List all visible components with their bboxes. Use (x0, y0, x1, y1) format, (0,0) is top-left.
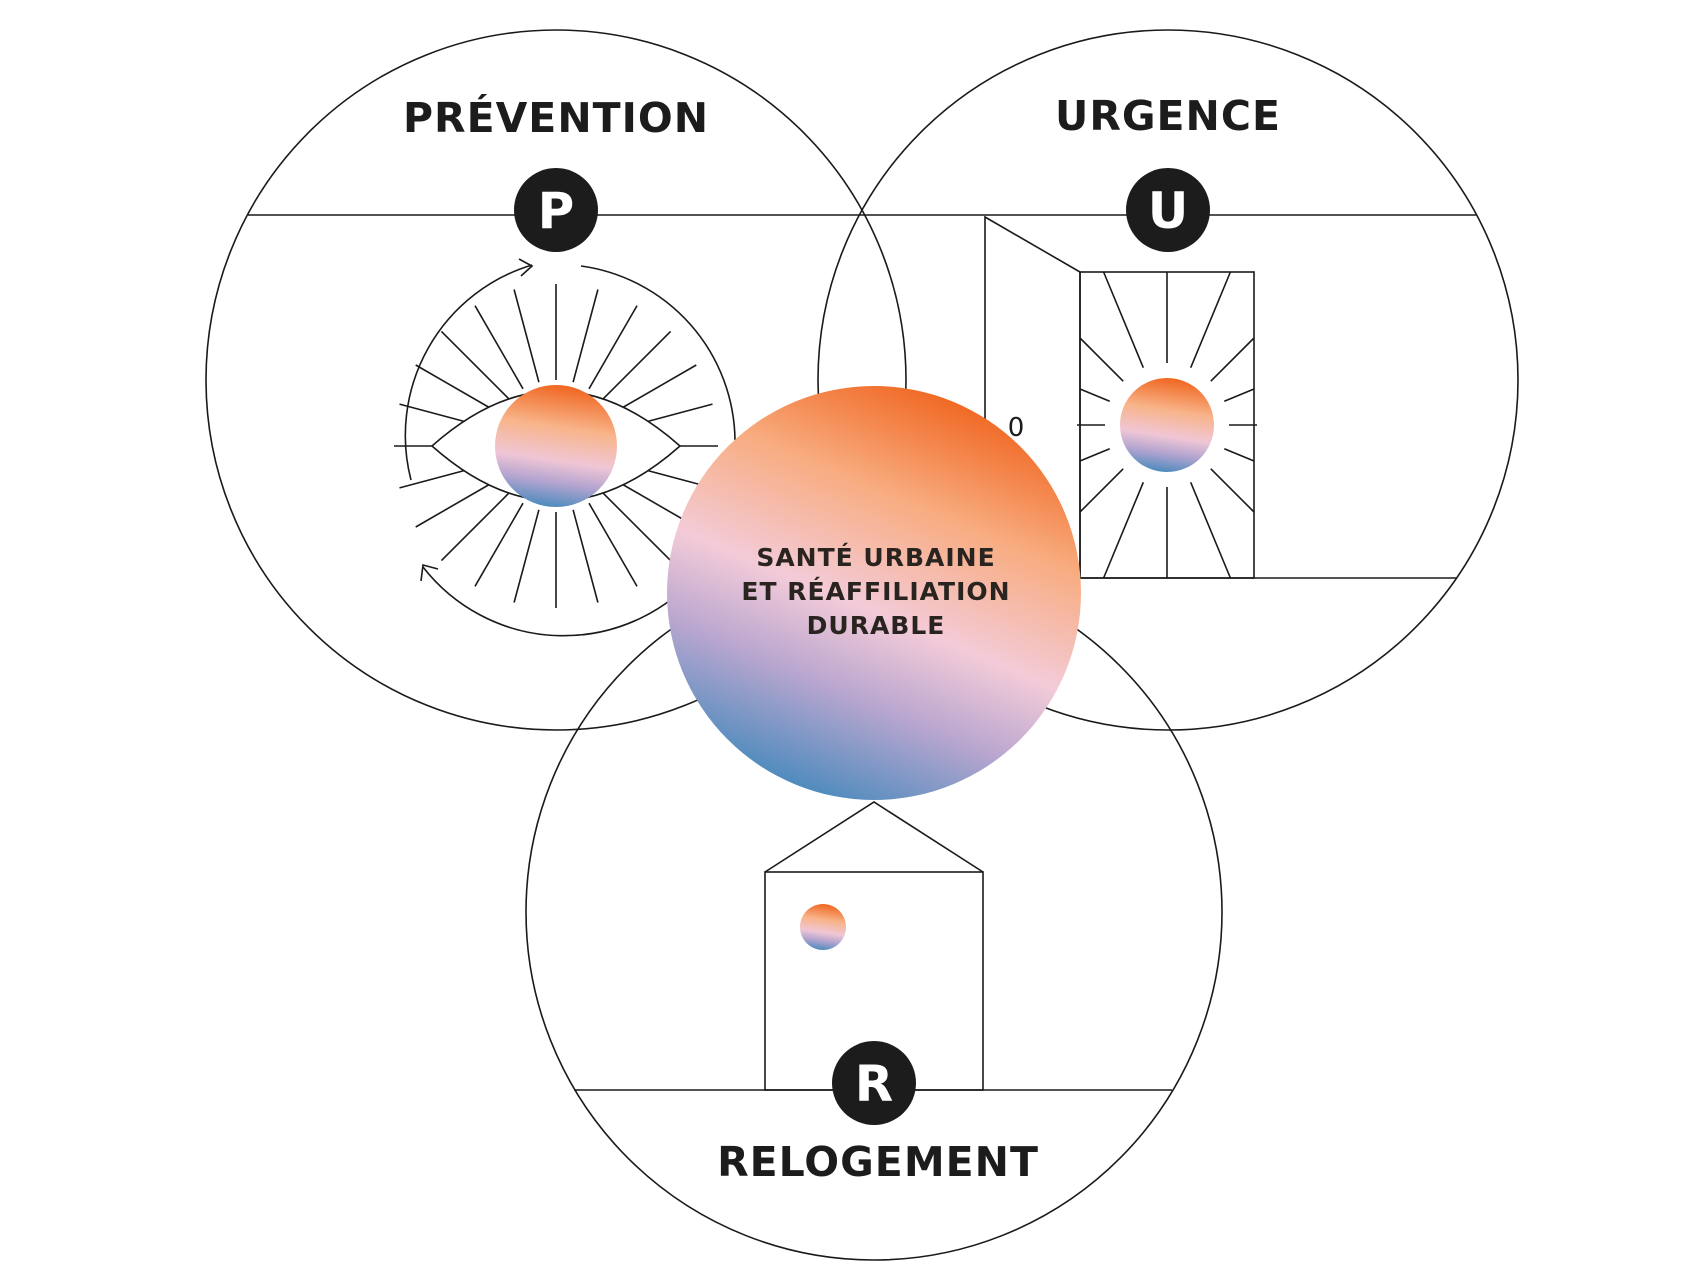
sun-ray (1079, 468, 1124, 513)
eye-ray (440, 330, 510, 400)
sun-ray (1189, 481, 1232, 579)
relogement-badge-letter: R (855, 1055, 894, 1113)
cycle-arc-bottom (422, 566, 701, 637)
prevention-title: PRÉVENTION (403, 94, 709, 142)
relogement-title: RELOGEMENT (717, 1138, 1039, 1186)
prevention-badge: P (514, 168, 598, 252)
door-number: 0 (1008, 413, 1025, 443)
urgence-title: URGENCE (1055, 92, 1281, 140)
eye-ray (602, 330, 672, 400)
cycle-arrowhead-top (518, 258, 534, 277)
prevention-badge-letter: P (538, 182, 575, 240)
sun-ray (1102, 271, 1145, 369)
eye-ray (513, 509, 540, 603)
prevention-circle (205, 29, 907, 731)
sun-ray (1223, 447, 1255, 462)
eye-iris-orb (495, 385, 617, 507)
sun-ray (1210, 468, 1255, 513)
eye-ray (474, 502, 524, 587)
sun-ray (1102, 481, 1145, 579)
cycle-arc-top (404, 264, 533, 481)
house-orb (800, 904, 846, 950)
cycle-arc-right (580, 265, 736, 441)
relogement-badge: R (832, 1041, 916, 1125)
urgence-circle (817, 29, 1519, 731)
eye-ray (440, 492, 510, 562)
urgence-badge-letter: U (1148, 182, 1189, 240)
eye-ray (415, 364, 500, 414)
sun-ray (1210, 337, 1255, 382)
sun-ray (1079, 388, 1111, 403)
eye-ray (513, 289, 540, 383)
sun-orb (1120, 378, 1214, 472)
eye-ray (602, 492, 672, 562)
sun-ray (1079, 337, 1124, 382)
eye-icon (394, 258, 736, 637)
eye-ray (588, 502, 638, 587)
eye-ray (415, 478, 500, 528)
eye-rays (394, 284, 718, 608)
eye-ray (474, 305, 524, 390)
center-orb: SANTÉ URBAINE ET RÉAFFILIATION DURABLE (667, 386, 1081, 800)
eye-ray (572, 509, 599, 603)
house-roof (764, 801, 984, 873)
sun-ray (1189, 271, 1232, 369)
center-line-1: SANTÉ URBAINE (756, 543, 995, 572)
eye-ray (588, 305, 638, 390)
sun-ray (1223, 388, 1255, 403)
sun-rays (1077, 271, 1257, 579)
eye-ray (612, 364, 697, 414)
cycle-arrowhead-bottom (420, 563, 439, 582)
urgence-badge: U (1126, 168, 1210, 252)
eye-ray (572, 289, 599, 383)
center-line-3: DURABLE (807, 611, 946, 640)
center-line-2: ET RÉAFFILIATION (741, 577, 1010, 606)
sun-ray (1079, 447, 1111, 462)
